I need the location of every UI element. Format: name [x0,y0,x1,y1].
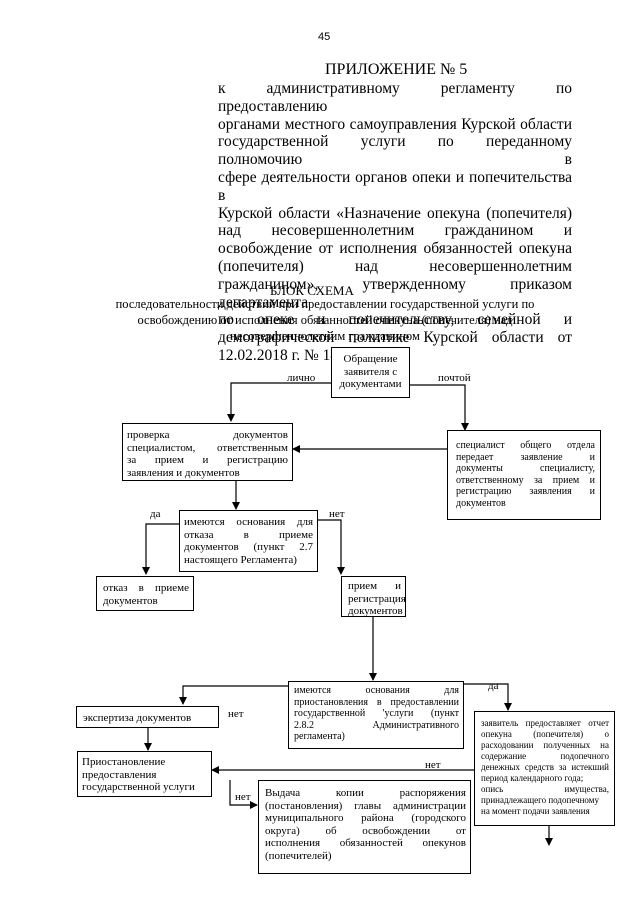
box-line: (постановления) главы администрации [265,799,466,812]
box-line: (попечителей) [265,849,332,862]
box-line: государственной 'услуги (пункт [294,708,459,719]
appendix-line: гражданином», утвержденному приказом деп… [218,275,572,311]
appendix-line: 12.02.2018 г. № 14 [218,346,339,364]
label-no-2: нет [228,708,244,720]
box-line: специалистом, ответственным [127,441,288,454]
appendix-line: демографической политике Курской области… [218,329,572,347]
box-line: регламента) [294,731,345,742]
box-line: регистрация [348,592,406,605]
box-line: заявления и документов [127,466,240,479]
box-line: за прием и регистрацию [127,454,288,466]
box-line: заявителя с [343,365,398,378]
box-line: приостановления в предоставлении [294,696,459,708]
appendix-line: органами местного самоуправления Курской… [218,115,572,133]
scheme-subtitle: последовательности действий при предоста… [90,296,560,344]
page-number: 45 [318,31,331,43]
box-line: передает заявление и [456,451,595,463]
box-line: документами [339,378,402,390]
box-line: отказ в приеме [103,582,189,594]
box-line: имеются основания для [184,516,313,528]
box-line: экспертиза документов [83,712,192,724]
box-line: Выдача копии распоряжения [265,787,466,799]
box-line: Обращение [343,353,398,365]
label-in-person: лично [287,372,316,384]
subtitle-line: последовательности действий при предоста… [115,297,535,311]
box-line: исполнения обязанностей опекунов [265,837,466,849]
box-line: опись имущества, [481,784,609,794]
box-line: расходовании полученных на [481,740,609,750]
box-line: заявитель предоставляет отчет [481,718,609,728]
box-line: проверка документов [127,429,288,441]
box-line: прием и [348,580,401,592]
box-line: документов [103,594,158,607]
box-suspend-grounds: имеются основания для приостановления в … [288,681,464,749]
appendix-line: сфере деятельности органов опеки и попеч… [218,168,572,204]
box-line: ответственному за прием и [456,474,595,486]
arrow-suspend-to-report [464,683,512,711]
box-expertise: экспертиза документов [76,706,219,728]
appendix-title: ПРИЛОЖЕНИЕ № 5 [325,61,468,78]
box-suspension: Приостановление предоставления государст… [77,751,212,797]
label-by-mail: почтой [438,372,471,384]
box-line: Приостановление [82,756,166,768]
box-accept: прием и регистрация документов [341,576,406,617]
box-check: проверка документов специалистом, ответс… [122,423,293,481]
subtitle-line: несовершеннолетним гражданином [230,329,420,343]
box-line: округа) об освобождении от [265,824,466,837]
arrow-suspend-to-expertise [179,685,288,705]
label-yes-2: да [488,680,499,692]
box-request: Обращение заявителя с документами [331,347,410,398]
box-refusal-grounds: имеются основания для отказа в приеме до… [179,510,318,572]
box-line: специалист общего отдела [456,440,595,451]
arrow-grounds-to-refusal [142,523,179,575]
label-no-4: нет [235,791,251,803]
scheme-title: БЛОК СХЕМА [270,283,354,298]
box-line: имеются основания для [294,685,459,696]
box-line: государственной услуги [82,781,195,793]
subtitle-line: освобождению от исполнения обязанностей … [137,313,513,327]
box-line: денежных средств за истекший [481,762,609,772]
appendix-line: к административному регламенту по предос… [218,80,572,115]
box-line: принадлежащего подопечному [481,795,599,805]
label-yes-1: да [150,508,161,520]
box-line: опекуна (попечителя) о [481,729,609,739]
box-general-dept: специалист общего отдела передает заявле… [447,430,601,520]
box-line: предоставления [82,768,157,781]
appendix-line: (попечителя) над несовершеннолетним [218,257,572,275]
appendix-line: государственной услуги по переданному по… [218,133,572,169]
box-line: 2.8.2 Административного [294,719,459,731]
box-line: муниципального района (городского [265,812,466,824]
box-line: документов (пункт 2.7 [184,541,313,553]
arrow-grounds-to-accept [318,519,345,575]
label-no-1: нет [329,508,345,520]
appendix-line: Курской области «Назначение опекуна (поп… [218,204,572,222]
box-line: на момент подачи заявления [481,806,590,816]
appendix-text: к административному регламенту по предос… [218,80,572,365]
box-line: период календарного года; [481,773,584,783]
box-line: настоящего Регламента) [184,553,297,566]
appendix-line: над несовершеннолетним гражданином и [218,222,572,240]
box-line: содержание подопечного [481,751,609,761]
appendix-line: освобождение от исполнения обязанностей … [218,240,572,258]
label-no-3: нет [425,759,441,771]
box-line: документов [348,605,403,617]
box-report: заявитель предоставляет отчет опекуна (п… [474,711,615,826]
arrow-suspension-to-issuance [229,780,258,809]
box-line: документы специалисту, [456,463,595,474]
appendix-line: по опеке и попечительству, семейной и [218,311,572,329]
box-issuance: Выдача копии распоряжения (постановления… [258,780,471,874]
box-line: регистрацию заявления и [456,486,595,497]
box-line: отказа в приеме [184,528,313,541]
box-refusal: отказ в приеме документов [96,576,194,611]
arrow-request-to-check [227,382,331,422]
arrow-request-to-general-dept [410,384,469,431]
box-line: документов [456,497,506,509]
